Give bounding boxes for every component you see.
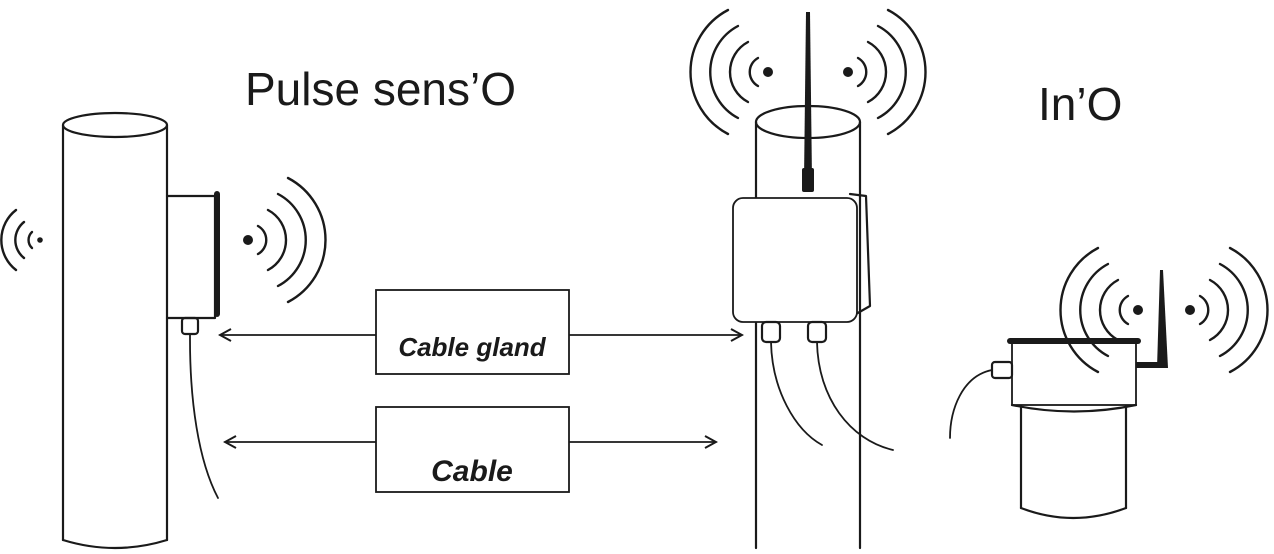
in-o-device (949, 338, 1141, 439)
in-o-label: In’O (1038, 78, 1122, 130)
cable-box (375, 406, 570, 493)
middle-signal-icon-right (843, 8, 927, 136)
in-o-signal-icon-left (1059, 246, 1143, 374)
middle-signal-icon-left (689, 8, 773, 136)
cable-gland-box (375, 289, 570, 375)
pulse-sensor-device (165, 191, 220, 499)
cable-label: Cable (431, 455, 513, 488)
pulse-sensor-signal-icon-left (0, 208, 43, 272)
cable-connector: Cable (225, 406, 716, 493)
in-o-antenna-icon (1136, 270, 1168, 368)
cable-gland-label: Cable gland (398, 332, 546, 362)
left-pipe (61, 111, 169, 550)
middle-antenna-icon (802, 12, 814, 192)
pulse-sensor-signal-icon-right (243, 176, 327, 304)
transmitter-box (732, 192, 894, 451)
cable-gland-connector: Cable gland (220, 289, 742, 375)
in-o-signal-icon-right (1185, 246, 1269, 374)
right-cylinder (1019, 402, 1128, 520)
pulse-sens-label: Pulse sens’O (245, 63, 516, 115)
